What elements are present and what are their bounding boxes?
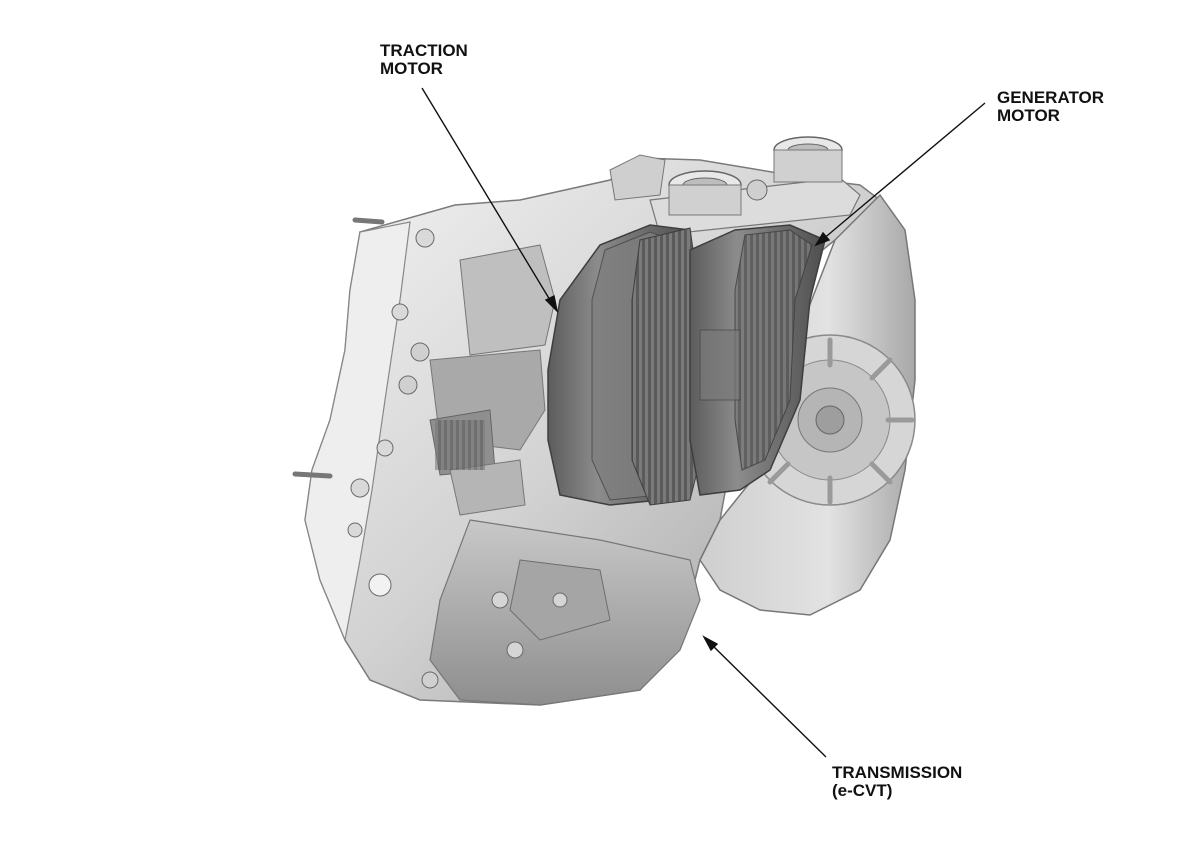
lower-bolt-icon [506, 641, 524, 659]
generator-motor-label-line2: MOTOR [997, 106, 1060, 125]
transmission-arrow-icon [702, 635, 719, 652]
motor-stators [547, 224, 826, 506]
traction-motor-label: TRACTION MOTOR [380, 42, 468, 78]
generator-arrow-icon [814, 231, 831, 247]
lower-bolt-icon [552, 592, 568, 608]
generator-motor-label-line1: GENERATOR [997, 88, 1105, 107]
leader-lines [421, 87, 986, 758]
traction-arrow-icon [544, 294, 559, 314]
traction-leader-line [421, 87, 554, 306]
generator-leader-line [821, 102, 986, 241]
traction-motor-label-line1: TRACTION [380, 41, 468, 60]
transmission-leader-line [709, 642, 827, 758]
transmission-label-line2: (e-CVT) [832, 781, 893, 800]
traction-motor-label-line2: MOTOR [380, 59, 443, 78]
transmission-label: TRANSMISSION (e-CVT) [832, 764, 962, 800]
lower-bolt-icon [491, 591, 509, 609]
transmission-label-line1: TRANSMISSION [832, 763, 963, 782]
generator-motor-label: GENERATOR MOTOR [997, 89, 1104, 125]
connector-blocks [609, 136, 861, 236]
